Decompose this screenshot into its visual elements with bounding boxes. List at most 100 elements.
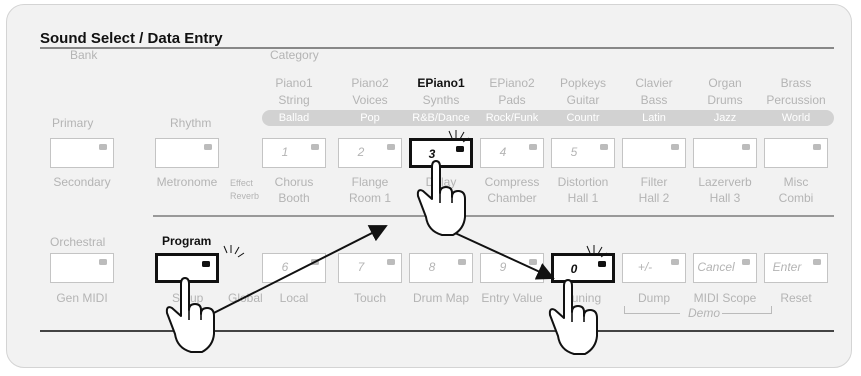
function-label: MIDI Scope [693,291,757,305]
label-effect: Effect [230,178,253,188]
number-button[interactable] [693,138,757,168]
number-button[interactable]: 8 [409,253,473,283]
label-rhythm: Rhythm [170,116,212,130]
button-label: 7 [357,260,365,274]
button-label: 6 [281,260,289,274]
led-indicator [99,259,107,265]
pointing-hand-icon [548,279,598,355]
number-button[interactable]: 2 [338,138,402,168]
effect-label: Flange [351,175,389,189]
category-strip-label: Jazz [713,112,737,124]
category-label: Pads [498,93,526,107]
number-button[interactable]: 3 [409,138,473,168]
effect-label: Hall 3 [709,191,741,205]
led-indicator [742,144,750,150]
button-label: Cancel [697,260,735,274]
label-primary: Primary [52,116,94,130]
number-button[interactable]: +/- [622,253,686,283]
button-label: Enter [772,260,802,274]
category-label: Piano2 [351,76,389,90]
category-label: Guitar [566,93,600,107]
category-strip-label: Rock/Funk [485,112,539,124]
led-indicator [387,144,395,150]
label-gen-midi: Gen MIDI [56,291,108,305]
mid-rule [153,215,834,217]
panel-title: Sound Select / Data Entry [40,30,223,47]
category-label: Voices [352,93,388,107]
title-rule [40,47,834,49]
label-program: Program [162,234,212,248]
function-label: Touch [353,291,387,305]
led-indicator [202,261,210,267]
pointing-hand-icon [165,277,215,353]
button-label: 9 [499,260,507,274]
effect-label: Misc [783,175,809,189]
category-strip-label: World [781,112,811,124]
number-button[interactable]: 1 [262,138,326,168]
category-label: Synths [422,93,460,107]
function-label: Reset [780,291,812,305]
button-label: 8 [428,260,436,274]
primary-button[interactable] [50,138,114,168]
category-label: String [278,93,310,107]
led-indicator [813,259,821,265]
demo-label: Demo [688,306,721,320]
category-strip-label: Ballad [278,112,310,124]
led-indicator [311,144,319,150]
function-label: Entry Value [481,291,543,305]
function-label: Local [279,291,309,305]
led-indicator [99,144,107,150]
category-header: Category [270,48,319,62]
effect-label: Chamber [487,191,537,205]
led-indicator [671,144,679,150]
category-label: Piano1 [275,76,313,90]
number-button[interactable] [764,138,828,168]
category-label: Brass [780,76,812,90]
button-label: +/- [637,260,653,274]
effect-label: Booth [278,191,310,205]
category-label: Clavier [635,76,673,90]
effect-label: Room 1 [348,191,392,205]
effect-label: Compress [484,175,540,189]
category-strip [262,110,834,126]
number-button[interactable]: 5 [551,138,615,168]
button-label: 2 [357,145,365,159]
bank-header: Bank [70,48,98,62]
led-indicator [458,259,466,265]
category-strip-label: Countr [566,112,600,124]
demo-bracket-line-left [624,313,680,314]
category-label: Percussion [766,93,826,107]
button-label: 5 [570,145,578,159]
led-indicator [456,146,464,152]
orchestral-button[interactable] [50,253,114,283]
number-button[interactable]: 7 [338,253,402,283]
number-button[interactable]: 4 [480,138,544,168]
button-label: 3 [428,147,436,161]
pointing-hand-icon [416,160,466,236]
rhythm-button[interactable] [155,138,219,168]
number-button[interactable]: Enter [764,253,828,283]
press-sparks [223,130,608,258]
arrow-3-to-0 [454,232,555,280]
effect-label: Lazerverb [698,175,752,189]
label-reverb: Reverb [230,191,260,201]
label-orchestral: Orchestral [50,235,106,249]
button-label: 0 [570,262,578,276]
led-indicator [671,259,679,265]
label-metronome: Metronome [156,175,218,189]
button-label: 4 [499,145,507,159]
led-indicator [204,144,212,150]
category-label: Popkeys [559,76,607,90]
function-label: Tuning [564,291,602,305]
category-label: EPiano2 [489,76,535,90]
category-label: Drums [707,93,743,107]
effect-label: Chorus [274,175,314,189]
led-indicator [387,259,395,265]
led-indicator [529,259,537,265]
effect-label: Distortion [557,175,609,189]
sound-select-panel [6,4,852,368]
demo-bracket-line-right [722,313,772,314]
led-indicator [529,144,537,150]
number-button[interactable] [622,138,686,168]
number-button[interactable]: Cancel [693,253,757,283]
